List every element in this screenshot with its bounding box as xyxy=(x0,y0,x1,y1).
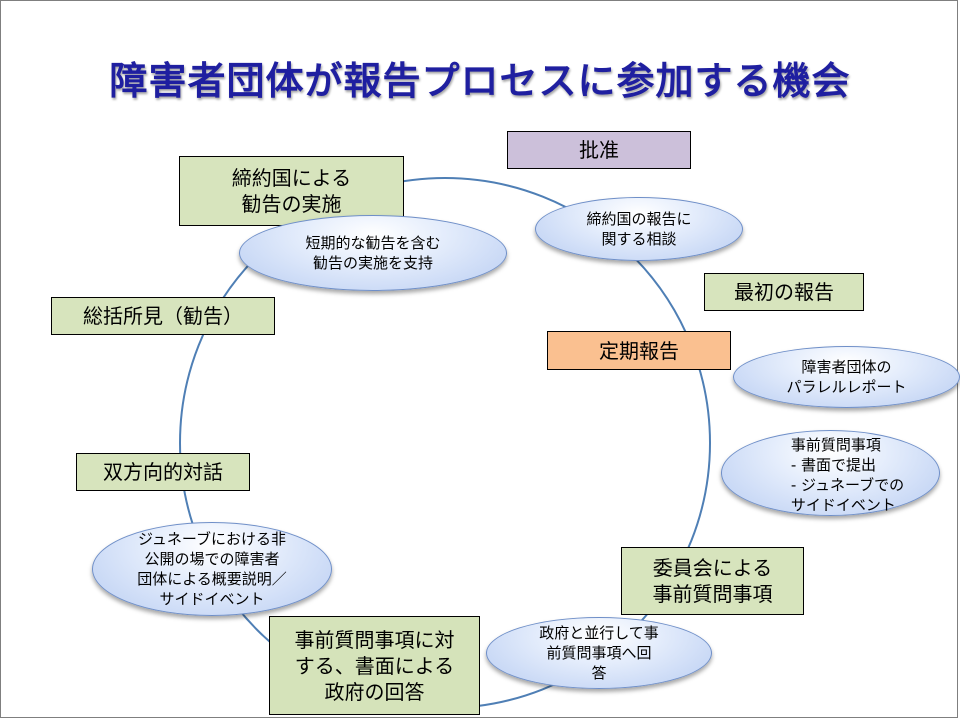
ratification-box: 批准 xyxy=(507,131,691,169)
ratification-label: 批准 xyxy=(579,138,619,162)
gov-reply-label: 事前質問事項に対 する、書面による 政府の回答 xyxy=(294,627,455,704)
periodic-report-label: 定期報告 xyxy=(599,338,679,363)
dialogue-box: 双方向的対話 xyxy=(76,453,250,491)
parallel-report-oval: 障害者団体の パラレルレポート xyxy=(733,346,960,408)
dialogue-label: 双方向的対話 xyxy=(103,460,223,484)
consultation-text: 締約国の報告に 関する相談 xyxy=(586,209,692,248)
consultation-oval: 締約国の報告に 関する相談 xyxy=(535,197,743,261)
committee-loi-label: 委員会による 事前質問事項 xyxy=(652,556,773,606)
concluding-observations-label: 総括所見（勧告） xyxy=(83,304,243,328)
slide-title: 障害者団体が報告プロセスに参加する機会 xyxy=(109,59,851,103)
parallel-reply-text: 政府と並行して事 前質問事項へ回 答 xyxy=(539,623,659,683)
periodic-report-box: 定期報告 xyxy=(547,331,731,370)
committee-loi-box: 委員会による 事前質問事項 xyxy=(621,547,804,615)
concluding-observations-box: 総括所見（勧告） xyxy=(51,297,275,335)
geneva-briefing-oval: ジュネーブにおける非 公開の場での障害者 団体による概要説明／ サイドイベント xyxy=(92,522,332,616)
parallel-report-text: 障害者団体の パラレルレポート xyxy=(786,357,907,396)
loi-submission-oval: 事前質問事項 - 書面で提出 - ジュネーブでの サイドイベント xyxy=(721,430,940,516)
first-report-label: 最初の報告 xyxy=(734,280,834,304)
first-report-box: 最初の報告 xyxy=(704,273,864,311)
loi-submission-text: 事前質問事項 - 書面で提出 - ジュネーブでの サイドイベント xyxy=(790,435,905,515)
geneva-briefing-text: ジュネーブにおける非 公開の場での障害者 団体による概要説明／ サイドイベント xyxy=(137,529,287,609)
gov-reply-box: 事前質問事項に対 する、書面による 政府の回答 xyxy=(269,616,480,715)
parallel-reply-oval: 政府と並行して事 前質問事項へ回 答 xyxy=(486,617,712,689)
support-implementation-text: 短期的な勧告を含む 勧告の実施を支持 xyxy=(305,233,441,272)
implementation-label: 締約国による 勧告の実施 xyxy=(231,166,352,216)
support-implementation-oval: 短期的な勧告を含む 勧告の実施を支持 xyxy=(239,215,507,291)
